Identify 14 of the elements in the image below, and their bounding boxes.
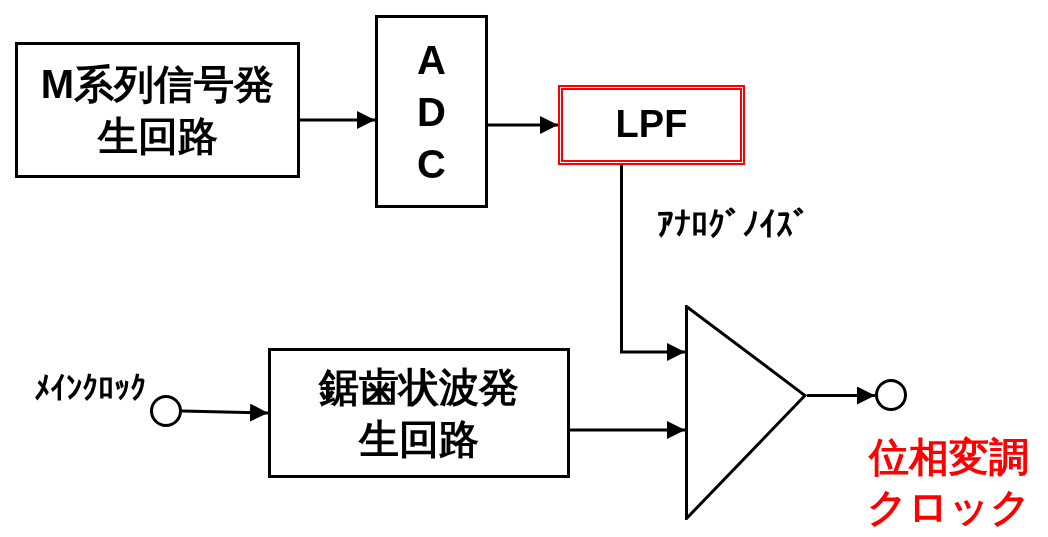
arrow [807,386,875,405]
arrow [620,165,685,361]
arrow [488,116,558,134]
arrow [300,111,375,129]
process-box: 鋸歯状波発生回路 [268,348,570,478]
filter-box: LPF [558,85,745,165]
output-terminal [875,379,907,411]
input-terminal [150,395,182,427]
terminal-label: 位相変調クロック [866,434,1032,531]
arrow [570,421,685,439]
converter-box: A D C [375,15,488,208]
terminal-label: ﾒｲﾝｸﾛｯｸ [33,369,147,408]
process-box: M系列信号発生回路 [15,42,300,178]
arrow [181,403,269,422]
